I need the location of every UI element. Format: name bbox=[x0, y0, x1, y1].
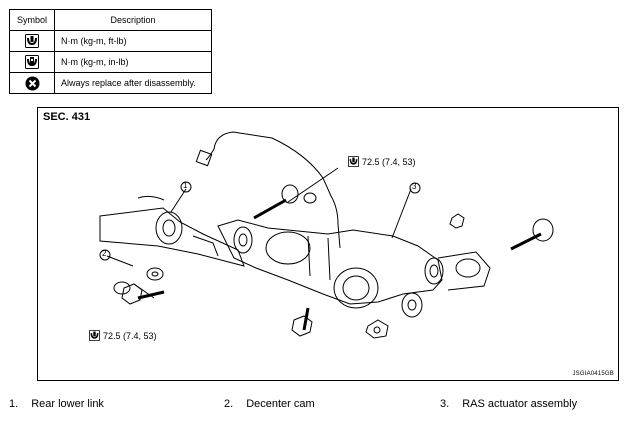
legend-description: Always replace after disassembly. bbox=[54, 72, 212, 94]
callout-3: 3 bbox=[412, 182, 417, 191]
callout-2: 2 bbox=[102, 249, 107, 258]
torque-wrench-icon bbox=[9, 30, 55, 52]
assembly-drawing bbox=[99, 131, 554, 339]
legend-header-description: Description bbox=[54, 9, 212, 31]
torque-spec-top: 72.5 (7.4, 53) bbox=[348, 156, 416, 167]
torque-value-top: 72.5 (7.4, 53) bbox=[362, 156, 416, 167]
exploded-diagram: SEC. 431 bbox=[37, 107, 619, 381]
part-name: Decenter cam bbox=[246, 398, 315, 410]
replace-part-icon bbox=[9, 72, 55, 94]
torque-spec-bottom: 72.5 (7.4, 53) bbox=[89, 330, 157, 341]
callout-1: 1 bbox=[183, 181, 188, 190]
figure-code: JSGIA0415GB bbox=[572, 371, 614, 377]
section-label: SEC. 431 bbox=[43, 111, 91, 123]
legend-row: Always replace after disassembly. bbox=[9, 72, 212, 94]
list-item: 1. Rear lower link bbox=[9, 398, 104, 410]
legend-header-symbol: Symbol bbox=[9, 9, 55, 31]
symbol-legend-table: Symbol Description N·m (kg-m, ft-lb) N·m… bbox=[9, 9, 212, 94]
part-number: 2. bbox=[224, 398, 234, 410]
part-number: 1. bbox=[9, 398, 19, 410]
torque-wrench-icon bbox=[89, 330, 100, 341]
legend-description: N·m (kg-m, ft-lb) bbox=[54, 30, 212, 52]
list-item: 3. RAS actuator assembly bbox=[440, 398, 577, 410]
torque-wrench-filled-icon bbox=[9, 51, 55, 73]
list-item: 2. Decenter cam bbox=[224, 398, 315, 410]
legend-row: N·m (kg-m, ft-lb) bbox=[9, 30, 212, 52]
part-name: Rear lower link bbox=[31, 398, 104, 410]
torque-wrench-icon bbox=[348, 156, 359, 167]
torque-value-bottom: 72.5 (7.4, 53) bbox=[103, 330, 157, 341]
part-name: RAS actuator assembly bbox=[462, 398, 578, 410]
part-number: 3. bbox=[440, 398, 450, 410]
legend-header-row: Symbol Description bbox=[9, 9, 212, 31]
legend-description: N·m (kg-m, in-lb) bbox=[54, 51, 212, 73]
legend-row: N·m (kg-m, in-lb) bbox=[9, 51, 212, 73]
